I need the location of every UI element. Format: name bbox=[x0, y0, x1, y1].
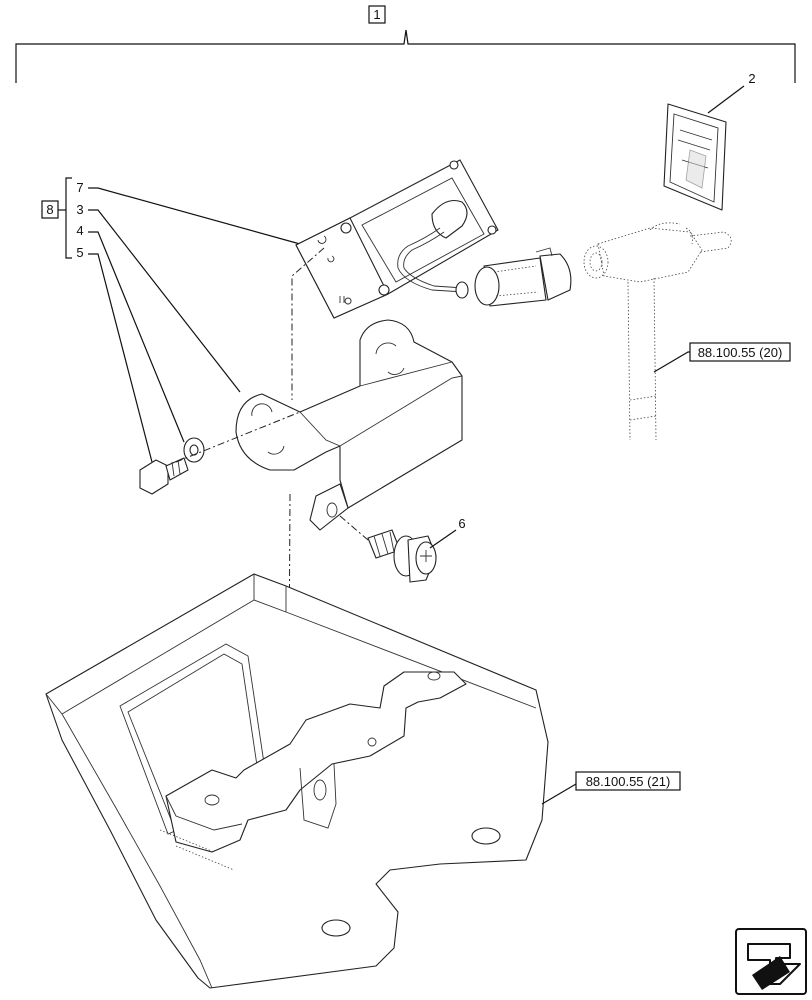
callout-1: 1 bbox=[373, 7, 380, 22]
cable-connector: 88.100.55 (20) bbox=[583, 222, 791, 441]
washer bbox=[183, 437, 205, 463]
callout-2: 2 bbox=[748, 71, 755, 86]
hex-bolt bbox=[139, 457, 189, 495]
cable-ref-label: 88.100.55 (20) bbox=[698, 345, 783, 360]
bracket-ref-label: 88.100.55 (21) bbox=[586, 774, 671, 789]
callout-8: 8 bbox=[46, 202, 53, 217]
callout-5: 5 bbox=[76, 245, 83, 260]
callout-7: 7 bbox=[76, 180, 83, 195]
flange-screw: 6 bbox=[367, 516, 466, 583]
mounting-bracket bbox=[235, 319, 463, 531]
next-page-arrow-icon[interactable] bbox=[735, 928, 807, 995]
callout-3: 3 bbox=[76, 202, 83, 217]
assembly-bracket: 1 bbox=[15, 5, 796, 83]
base-bracket: 88.100.55 (21) bbox=[45, 573, 681, 989]
callout-4: 4 bbox=[76, 223, 83, 238]
instruction-booklet: 2 bbox=[663, 71, 756, 211]
group-bracket-8: 8 7 3 4 5 bbox=[41, 177, 301, 463]
lamp-housing bbox=[295, 159, 572, 319]
callout-6: 6 bbox=[458, 516, 465, 531]
